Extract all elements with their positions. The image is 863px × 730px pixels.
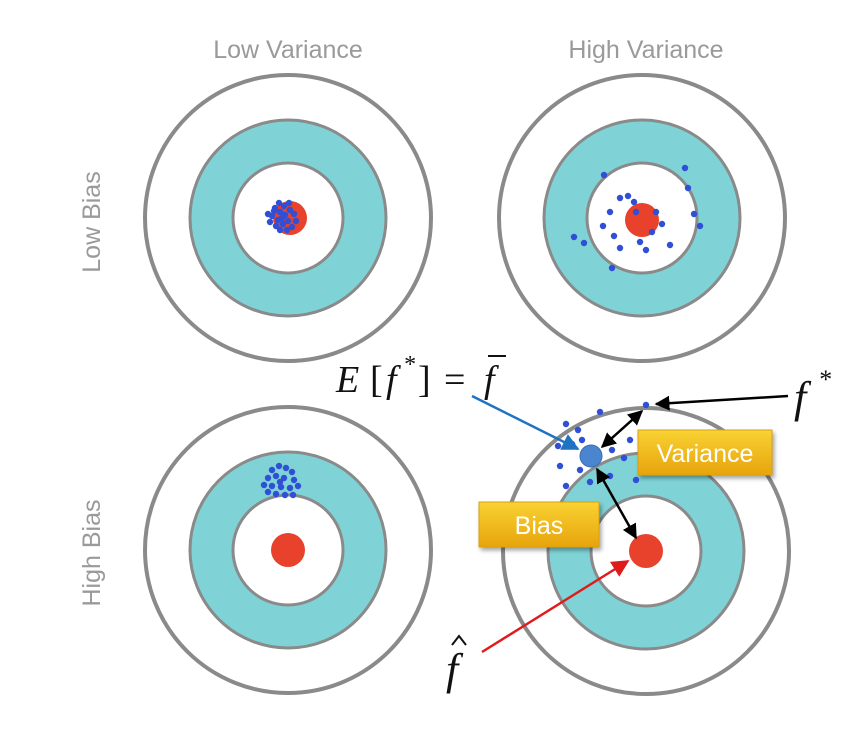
prediction-sample-arrow — [654, 394, 789, 411]
f-star-f: f — [794, 373, 812, 422]
bias-callout-label: Bias — [515, 512, 564, 540]
bias-double-arrow — [595, 467, 638, 540]
f-hat-label: f — [446, 634, 467, 694]
column-label-high-variance: High Variance — [568, 36, 723, 64]
variance-callout-label: Variance — [657, 440, 754, 468]
formula-f: f — [386, 359, 401, 401]
svg-text:] = f: ] = f — [418, 359, 499, 401]
column-label-low-variance: Low Variance — [213, 36, 363, 64]
variance-callout: Variance — [637, 429, 773, 476]
dot-scatter — [570, 164, 704, 272]
f-star-superscript: * — [818, 365, 831, 394]
expected-prediction-point — [579, 444, 603, 468]
variance-double-arrow — [600, 409, 644, 449]
f-hat-f: f — [446, 645, 464, 694]
f-hat-accent — [451, 634, 467, 646]
annotation-arrows — [471, 394, 789, 654]
row-label-high-bias: High Bias — [78, 500, 106, 607]
bullseye — [271, 533, 305, 567]
target-high-bias-low-variance — [143, 405, 433, 695]
bias-callout: Bias — [478, 501, 600, 548]
expected-value-formula: E [ f * ] = f — [335, 352, 506, 401]
target-low-bias-low-variance — [143, 73, 433, 363]
dot-cluster — [260, 462, 302, 499]
formula-left-bracket: [ — [370, 359, 383, 401]
formula-f-bar: f — [484, 359, 499, 401]
row-label-low-bias: Low Bias — [78, 171, 106, 272]
f-star-label: f * — [794, 365, 831, 422]
formula-E: E — [335, 359, 359, 401]
svg-text:E [ f: E [ f — [335, 359, 401, 401]
expected-value-arrow — [471, 394, 580, 451]
formula-star: * — [403, 352, 415, 378]
target-low-bias-high-variance — [497, 73, 787, 363]
dot-cluster — [264, 199, 300, 234]
formula-equals: = — [444, 359, 465, 401]
formula-right-bracket: ] — [418, 359, 431, 401]
true-function-arrow — [481, 559, 630, 654]
bullseye — [629, 534, 663, 568]
